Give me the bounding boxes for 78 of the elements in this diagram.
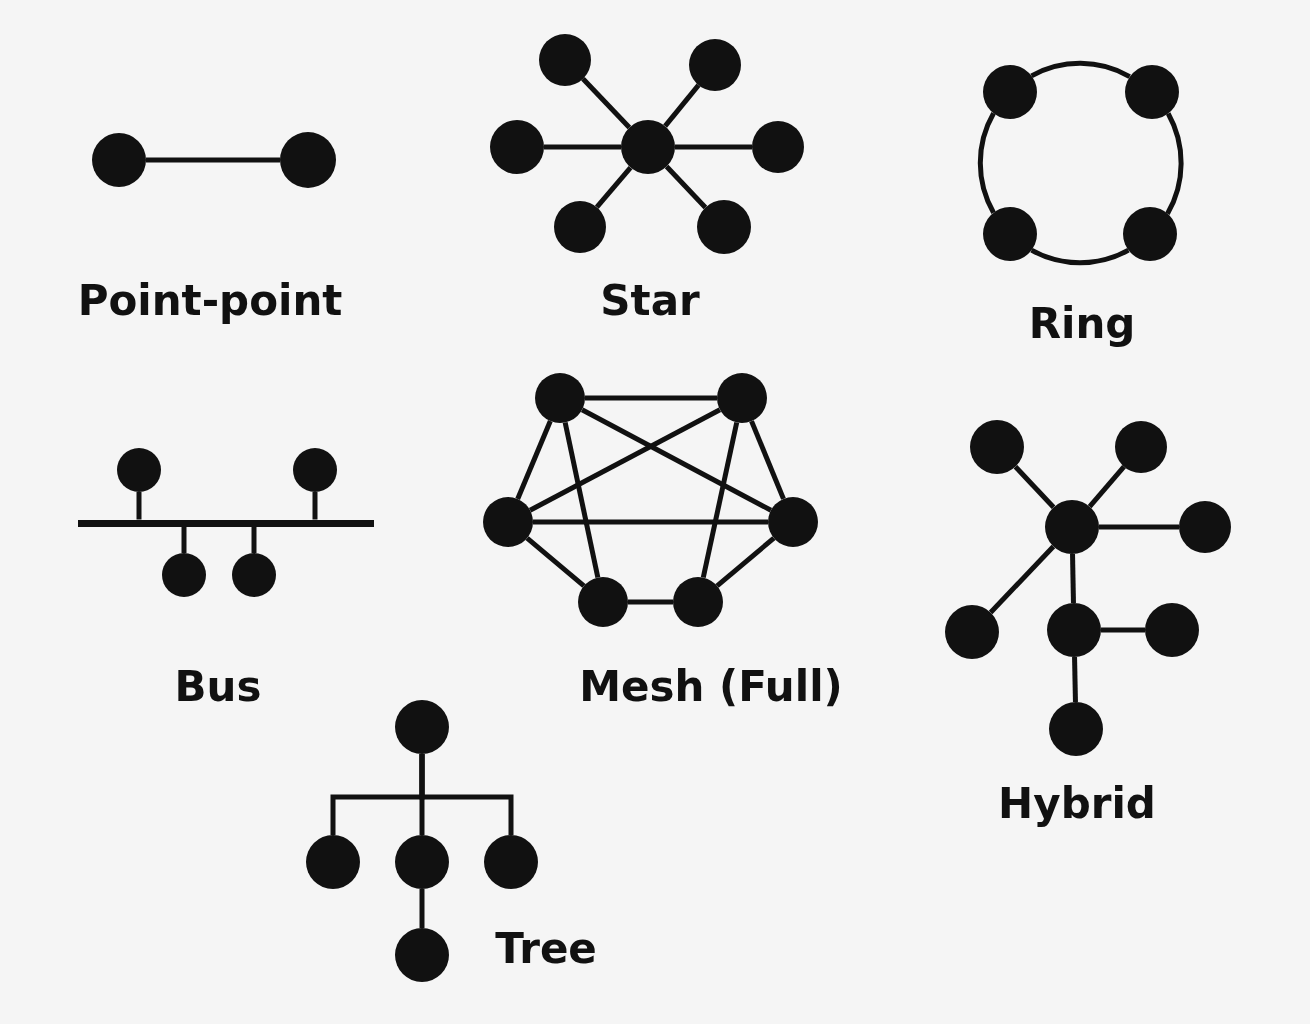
topology-label: Ring — [1028, 298, 1136, 348]
network-node — [92, 133, 146, 187]
connection-line — [419, 754, 514, 835]
network-node — [1045, 500, 1099, 554]
network-node — [490, 120, 544, 174]
topology-label: Point-point — [77, 275, 343, 325]
network-node — [697, 200, 751, 254]
connection-line — [663, 83, 701, 128]
connection-line — [715, 536, 776, 588]
network-node — [554, 201, 606, 253]
network-node — [232, 553, 276, 597]
network-node — [483, 497, 533, 547]
network-node — [1115, 421, 1167, 473]
connection-line — [988, 544, 1056, 615]
network-node — [621, 120, 675, 174]
connection-line — [562, 421, 601, 579]
network-node — [395, 700, 449, 754]
connection-line — [1030, 247, 1130, 266]
connection-line — [1013, 465, 1056, 509]
topology-label: Hybrid — [998, 778, 1156, 828]
network-node — [306, 835, 360, 889]
network-node — [395, 835, 449, 889]
network-node — [1123, 207, 1177, 261]
connection-line — [664, 164, 708, 210]
network-node — [1049, 702, 1103, 756]
network-node — [752, 121, 804, 173]
connection-line — [628, 599, 673, 605]
network-node — [117, 448, 161, 492]
connection-line — [544, 144, 621, 150]
network-node — [395, 928, 449, 982]
network-node — [1047, 603, 1101, 657]
topology-label: Mesh (Full) — [579, 661, 843, 711]
connection-line — [585, 395, 717, 401]
network-node — [578, 577, 628, 627]
topology-label: Star — [600, 275, 700, 325]
network-node — [484, 835, 538, 889]
connection-line — [181, 526, 187, 553]
connection-line — [594, 165, 633, 209]
network-node — [1179, 501, 1231, 553]
connection-line — [977, 112, 996, 214]
network-node — [970, 420, 1024, 474]
connection-line — [1165, 112, 1184, 215]
connection-line — [675, 144, 752, 150]
connection-line — [1099, 524, 1179, 530]
network-node — [945, 605, 999, 659]
network-node — [983, 65, 1037, 119]
network-node — [293, 448, 337, 492]
connection-line — [581, 77, 632, 130]
connection-line — [1030, 60, 1131, 79]
connection-line — [515, 420, 553, 500]
network-node — [1125, 65, 1179, 119]
topology-label: Tree — [495, 923, 597, 973]
topology-label: Bus — [174, 661, 262, 711]
network-node — [689, 39, 741, 91]
connection-line — [251, 526, 257, 553]
connection-line — [749, 420, 786, 500]
connection-line — [1072, 656, 1078, 703]
network-node — [539, 34, 591, 86]
connection-line — [528, 407, 722, 513]
connection-line — [136, 492, 142, 520]
network-node — [162, 553, 206, 597]
network-node — [1145, 603, 1199, 657]
connection-line — [1087, 465, 1126, 509]
network-node — [280, 132, 336, 188]
connection-line — [525, 536, 586, 588]
connection-line — [1070, 553, 1076, 604]
connection-line — [1101, 627, 1145, 633]
connection-line — [533, 519, 768, 525]
network-node — [768, 497, 818, 547]
connection-line — [700, 421, 740, 579]
network-node — [983, 207, 1037, 261]
network-node — [673, 577, 723, 627]
network-node — [535, 373, 585, 423]
network-node — [717, 373, 767, 423]
connection-line — [419, 889, 425, 928]
connection-line — [146, 157, 280, 163]
connection-line — [580, 407, 773, 513]
connection-line — [312, 492, 318, 520]
